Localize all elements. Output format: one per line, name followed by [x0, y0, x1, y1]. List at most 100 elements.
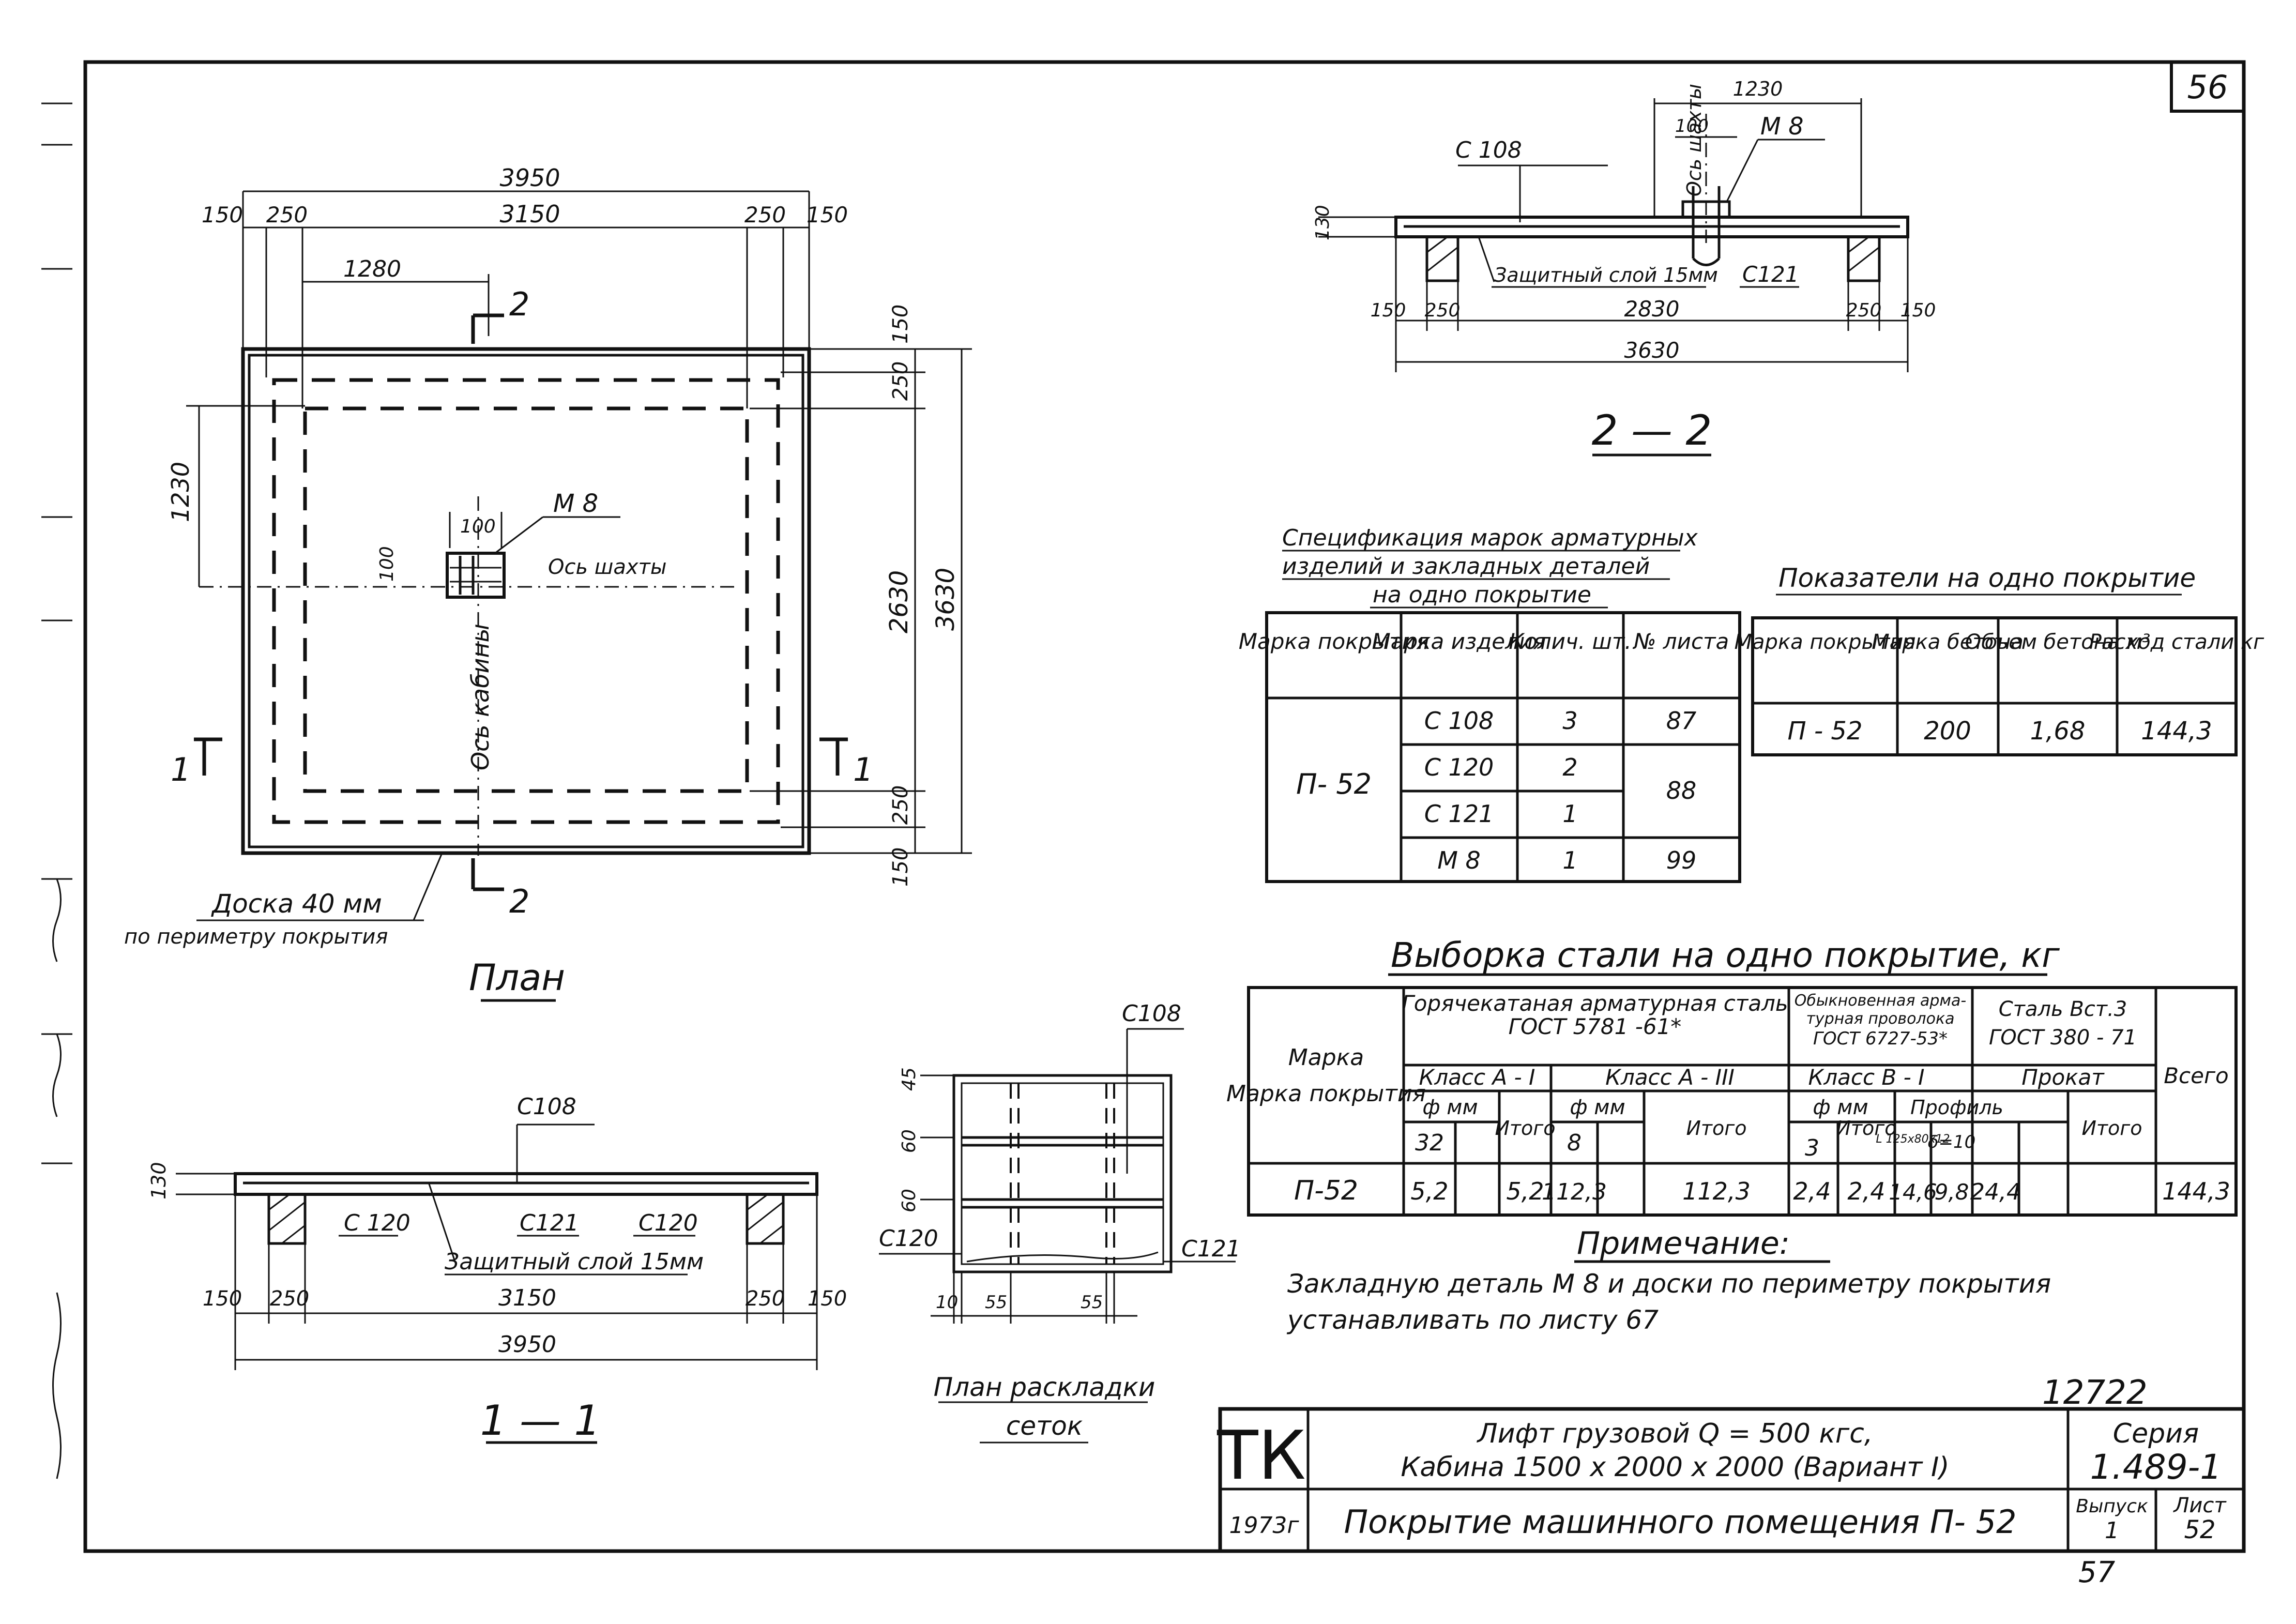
steel-row-a3-8: 112,3 — [1542, 1179, 1607, 1205]
ind-h-steel: Расход стали кг — [2089, 630, 2264, 654]
section-22-title: 2 — 2 — [1592, 406, 1712, 454]
sheet-label: Лист — [2172, 1494, 2227, 1517]
steel-h-mark: Марка покрытия — [1226, 1081, 1426, 1107]
spec-item-1: С 108 — [1424, 707, 1494, 735]
spec-title-2: изделий и закладных деталей — [1282, 553, 1650, 580]
spec-h-sheet: № листа — [1633, 629, 1729, 654]
issue-label: Выпуск — [2076, 1496, 2148, 1517]
steel-row-prokat-itogo: 24,4 — [1970, 1179, 2021, 1205]
steel-row-total: 144,3 — [2162, 1177, 2230, 1205]
mesh-title-2: сеток — [1006, 1411, 1083, 1441]
sheet-value: 52 — [2184, 1515, 2215, 1544]
sheet-frame: 56 — [41, 60, 2246, 1553]
dim-150-bottom-right: 150 — [889, 847, 913, 887]
s11-protective-layer: Защитный слой 15мм — [445, 1249, 704, 1275]
steel-h-prokat: Прокат — [2021, 1065, 2105, 1090]
steel-h-wire-3: ГОСТ 6727-53* — [1813, 1028, 1948, 1049]
stamp-title-2: Кабина 1500 x 2000 x 2000 (Вариант I) — [1401, 1452, 1949, 1483]
ind-steel: 144,3 — [2141, 717, 2212, 746]
shaft-axis-label: Ось шахты — [548, 555, 666, 579]
steel-h-class-a1: Класс А - I — [1419, 1065, 1535, 1090]
spec-item-2: С 120 — [1424, 753, 1494, 781]
steel-h-hot-1: Горячекатаная арматурная сталь — [1402, 991, 1788, 1016]
spec-qty-4: 1 — [1562, 846, 1577, 874]
mesh-c121: С121 — [1181, 1236, 1241, 1262]
spec-qty-1: 3 — [1562, 707, 1577, 735]
s11-dim-3150: 3150 — [498, 1285, 556, 1311]
s11-dim-150-left: 150 — [203, 1287, 242, 1311]
dim-150-top-right: 150 — [889, 305, 913, 344]
steel-h-d32: 32 — [1415, 1130, 1444, 1156]
ind-concrete-grade: 200 — [1924, 717, 1971, 746]
mesh-c108: С108 — [1122, 1000, 1181, 1027]
sheet-number-top: 56 — [2187, 68, 2228, 106]
dim-100-left: 100 — [376, 546, 398, 582]
s11-c121: С121 — [520, 1210, 579, 1236]
mesh-plan: С108 С120 С121 45 60 60 10 55 55 План ра… — [879, 1000, 1241, 1444]
spec-sheet-2: 88 — [1666, 777, 1697, 805]
dim-2630: 2630 — [885, 570, 914, 633]
steel-row-plate: 9,8 — [1935, 1179, 1969, 1205]
section-1-right: 1 — [853, 751, 873, 788]
dim-3150: 3150 — [499, 200, 560, 228]
steel-h-phi-2: ф мм — [1570, 1096, 1625, 1119]
s22-protective-layer: Защитный слой 15мм — [1494, 264, 1718, 286]
s11-dim-250-left: 250 — [270, 1287, 309, 1311]
dim-250-top-right: 250 — [889, 361, 913, 401]
s22-c121: С121 — [1742, 262, 1799, 287]
note-line-2: устанавливать по листу 67 — [1286, 1305, 1659, 1335]
dim-100-top: 100 — [460, 516, 496, 537]
dim-150-right: 150 — [807, 202, 848, 227]
s11-dim-3950: 3950 — [498, 1331, 556, 1358]
org-code: ТК — [1217, 1416, 1306, 1495]
s22-dim-1230: 1230 — [1733, 78, 1783, 100]
section-2-bottom: 2 — [509, 883, 529, 920]
cabin-axis-label: Ось кабины — [466, 624, 494, 770]
spec-h-qty: Колич. шт. — [1509, 629, 1631, 654]
steel-row-mark: П-52 — [1294, 1175, 1358, 1206]
dim-3630: 3630 — [931, 568, 960, 631]
steel-h-hot-2: ГОСТ 5781 -61* — [1509, 1014, 1682, 1039]
mesh-title-1: План раскладки — [934, 1372, 1155, 1402]
plan-view: М 8 Ось шахты Ось кабины 3950 150 250 31… — [124, 164, 972, 1002]
mesh-dim-10: 10 — [936, 1292, 958, 1313]
spec-sheet-1: 87 — [1666, 707, 1697, 735]
s11-c120-right: С120 — [638, 1210, 698, 1236]
steel-h-itogo-2: Итого — [1686, 1117, 1746, 1140]
dim-150-left: 150 — [202, 202, 243, 227]
stamp-title-1: Лифт грузовой Q = 500 кгс, — [1477, 1418, 1873, 1449]
steel-h-mark-1: Марка — [1288, 1044, 1364, 1071]
s22-dim-100: 100 — [1675, 116, 1709, 136]
mesh-dim-60-b: 60 — [899, 1189, 920, 1212]
steel-h-total: Всего — [2164, 1063, 2229, 1088]
section-1-left: 1 — [171, 751, 191, 788]
steel-h-vst-2: ГОСТ 380 - 71 — [1989, 1026, 2137, 1050]
steel-row-b1-itogo: 2,4 — [1847, 1177, 1885, 1205]
steel-h-angle: L 125x80x12 — [1876, 1133, 1950, 1146]
board-note-2: по периметру покрытия — [124, 925, 388, 949]
steel-h-itogo-3: Итого — [1836, 1117, 1896, 1140]
dim-250-bottom-right: 250 — [889, 785, 913, 825]
note-block: Примечание: Закладную деталь М 8 и доски… — [1286, 1225, 2051, 1335]
s22-shaft-axis: Ось шахты — [1683, 84, 1706, 196]
s22-dim-130: 130 — [1312, 205, 1333, 240]
spec-item-4: М 8 — [1437, 846, 1481, 874]
dim-1230: 1230 — [166, 462, 194, 522]
insert-m8-symbol — [446, 552, 506, 599]
steel-row-a3-itogo: 112,3 — [1682, 1177, 1751, 1205]
steel-h-delta: δ=10 — [1928, 1132, 1976, 1152]
dim-250-left: 250 — [266, 202, 308, 227]
s11-c120-left: С 120 — [344, 1210, 410, 1236]
series-label: Серия — [2113, 1418, 2199, 1449]
steel-row-angle: 14,6 — [1889, 1179, 1937, 1205]
steel-h-vst-1: Сталь Вст.3 — [1999, 997, 2127, 1021]
stamp-title-3: Покрытие машинного помещения П- 52 — [1344, 1503, 2017, 1541]
mesh-dim-55-a: 55 — [985, 1292, 1007, 1313]
spec-title-1: Спецификация марок арматурных — [1282, 525, 1698, 551]
plan-title: План — [469, 957, 565, 999]
ind-h-concrete-grade: Марка бетона — [1872, 630, 2024, 654]
dim-1280: 1280 — [343, 256, 401, 282]
issue-value: 1 — [2105, 1517, 2119, 1544]
